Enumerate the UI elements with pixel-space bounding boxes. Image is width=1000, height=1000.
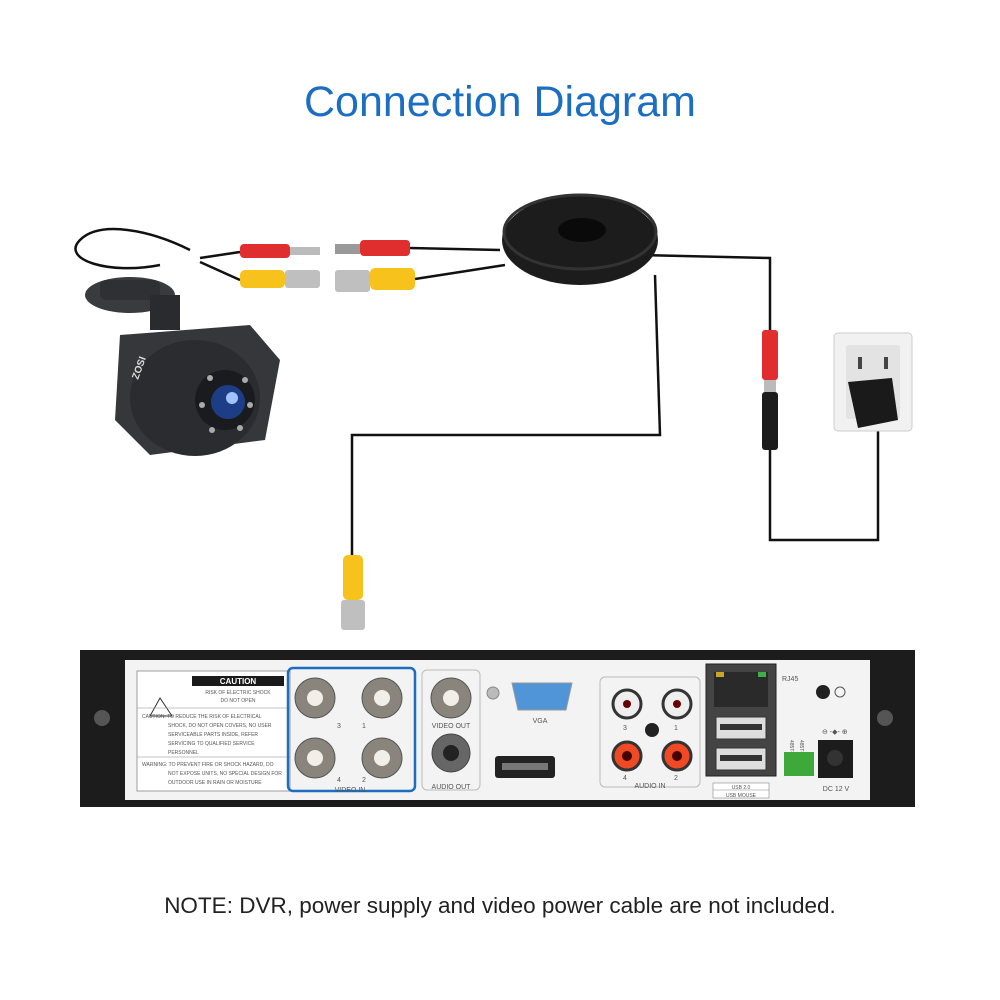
bnc-connector xyxy=(341,555,365,630)
svg-text:485T+: 485T+ xyxy=(798,740,804,754)
svg-text:2: 2 xyxy=(362,777,366,784)
svg-text:3: 3 xyxy=(337,723,341,730)
audio-in-label: AUDIO IN xyxy=(634,783,665,790)
power-connector xyxy=(762,330,778,450)
bullet-camera: ZOSI xyxy=(85,277,280,456)
svg-text:WARNING: TO PREVENT FIRE OR SH: WARNING: TO PREVENT FIRE OR SHOCK HAZARD… xyxy=(142,762,274,768)
rs485-terminal xyxy=(784,752,814,776)
svg-text:RJ45: RJ45 xyxy=(782,676,798,683)
caution-title: CAUTION xyxy=(220,677,257,686)
video-in-label: VIDEO IN xyxy=(335,787,366,794)
svg-text:SERVICEABLE PARTS INSIDE, REFE: SERVICEABLE PARTS INSIDE, REFER xyxy=(168,732,258,738)
wall-outlet xyxy=(833,332,913,432)
svg-text:1: 1 xyxy=(362,723,366,730)
svg-text:USB MOUSE: USB MOUSE xyxy=(726,793,757,799)
svg-text:4: 4 xyxy=(623,775,627,782)
page-title: Connection Diagram xyxy=(304,78,696,126)
note-text: NOTE: DVR, power supply and video power … xyxy=(164,893,836,918)
svg-text:2: 2 xyxy=(674,775,678,782)
svg-text:SHOCK, DO NOT OPEN COVERS, NO: SHOCK, DO NOT OPEN COVERS, NO USER xyxy=(168,723,272,729)
wires xyxy=(74,227,880,555)
svg-text:1: 1 xyxy=(674,725,678,732)
svg-text:4: 4 xyxy=(337,777,341,784)
svg-text:USB 2.0: USB 2.0 xyxy=(732,785,751,791)
svg-text:DO NOT OPEN: DO NOT OPEN xyxy=(221,698,256,704)
cable-coil xyxy=(502,193,658,285)
cable-connectors xyxy=(335,240,506,292)
svg-text:RISK OF ELECTRIC SHOCK: RISK OF ELECTRIC SHOCK xyxy=(205,690,271,696)
svg-text:OUTDOOR USE IN RAIN OR MOISTUR: OUTDOOR USE IN RAIN OR MOISTURE xyxy=(168,780,262,786)
svg-text:NOT EXPOSE UNITS, NO SPECIAL D: NOT EXPOSE UNITS, NO SPECIAL DESIGN FOR xyxy=(168,771,282,777)
video-out-label: VIDEO OUT xyxy=(432,723,471,730)
svg-text:VGA: VGA xyxy=(533,718,548,725)
svg-text:CAUTION: TO REDUCE THE RISK OF: CAUTION: TO REDUCE THE RISK OF ELECTRICA… xyxy=(142,714,262,720)
video-in-highlight xyxy=(286,666,417,793)
dvr-rear-panel: CAUTION RISK OF ELECTRIC SHOCK DO NOT OP… xyxy=(80,650,915,807)
svg-text:SERVICING TO QUALIFIED SERVICE: SERVICING TO QUALIFIED SERVICE xyxy=(168,741,255,747)
power-adapter xyxy=(848,378,898,428)
svg-text:485T-: 485T- xyxy=(788,740,794,753)
vga-port xyxy=(511,682,573,711)
svg-text:3: 3 xyxy=(623,725,627,732)
svg-text:PERSONNEL: PERSONNEL xyxy=(168,750,199,756)
camera-connectors xyxy=(240,244,320,288)
audio-out-label: AUDIO OUT xyxy=(432,784,472,791)
svg-text:DC 12 V: DC 12 V xyxy=(823,786,850,793)
svg-text:⊖ -◆- ⊕: ⊖ -◆- ⊕ xyxy=(822,729,848,736)
